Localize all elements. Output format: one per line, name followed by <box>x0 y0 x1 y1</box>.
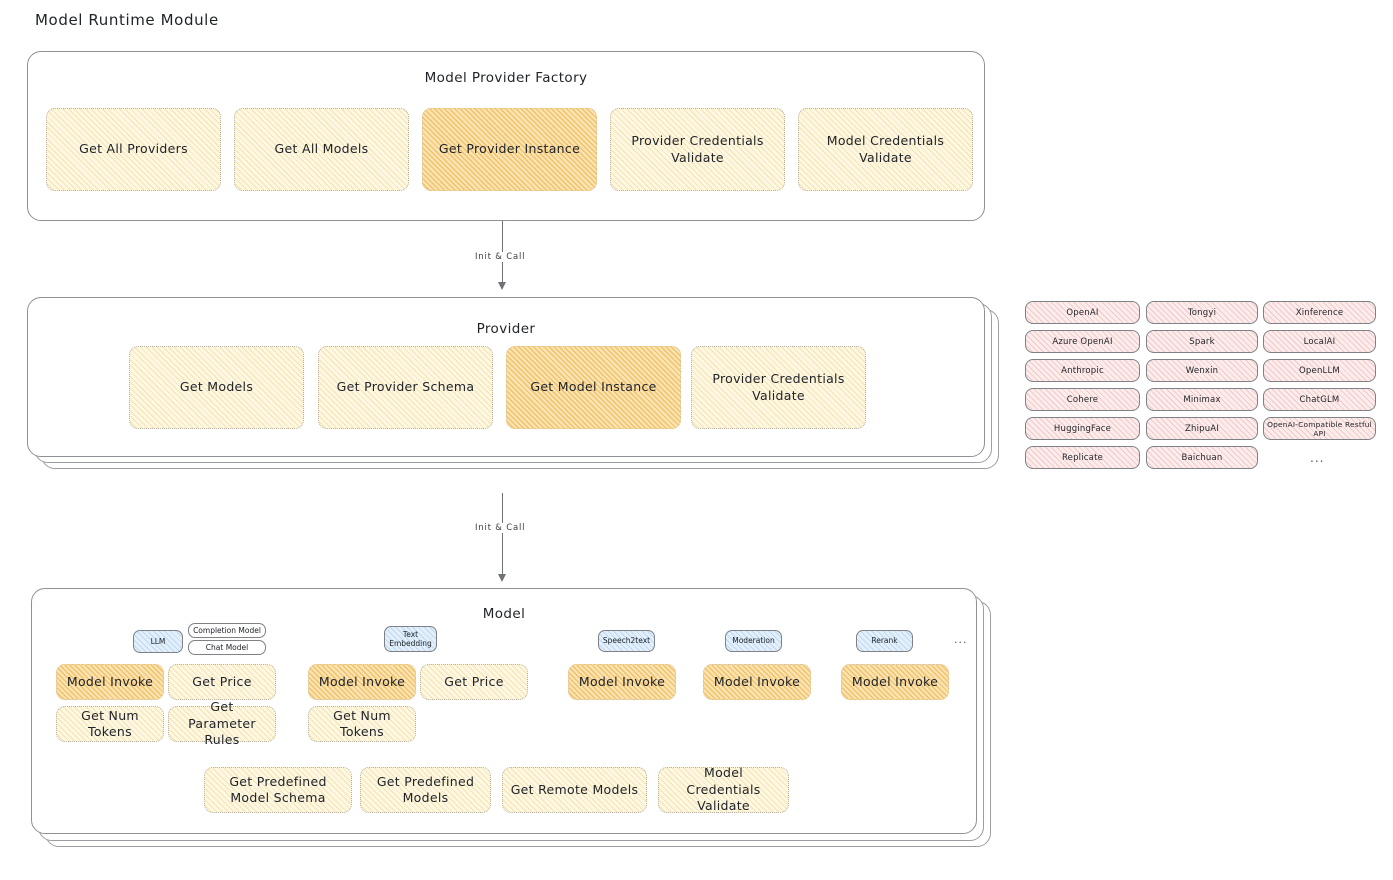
provider-list-ellipsis: ... <box>1310 451 1325 465</box>
arrow-head-factory-to-provider <box>498 282 506 290</box>
box-model-credentials-validate-3[interactable]: Model Credentials Validate <box>658 765 789 813</box>
section-model-provider-factory: Model Provider Factory Get All Providers… <box>27 51 985 221</box>
box-text-embedding-get-num-tokens[interactable]: Get Num Tokens <box>308 706 416 742</box>
model-sub-badge-completion-model[interactable]: Completion Model <box>188 623 266 638</box>
box-provider-credentials-validate[interactable]: Provider Credentials Validate <box>610 108 785 191</box>
provider-chip-cohere[interactable]: Cohere <box>1025 388 1140 411</box>
provider-chip-replicate[interactable]: Replicate <box>1025 446 1140 469</box>
provider-chip-azure-openai[interactable]: Azure OpenAI <box>1025 330 1140 353</box>
box-get-remote-models[interactable]: Get Remote Models <box>502 767 647 813</box>
box-get-all-models[interactable]: Get All Models <box>234 108 409 191</box>
model-type-badge-text-embedding[interactable]: Text Embedding <box>384 626 437 652</box>
provider-chip-tongyi[interactable]: Tongyi <box>1146 301 1258 324</box>
box-get-provider-instance[interactable]: Get Provider Instance <box>422 108 597 191</box>
arrow-line-provider-to-model <box>502 493 503 576</box>
box-get-models[interactable]: Get Models <box>129 346 304 429</box>
provider-chip-openai-compatible-restful-api[interactable]: OpenAI-Compatible Restful API <box>1263 417 1376 440</box>
box-text-embedding-get-price[interactable]: Get Price <box>420 664 528 700</box>
provider-chip-zhipuai[interactable]: ZhipuAI <box>1146 417 1258 440</box>
section-title-factory: Model Provider Factory <box>424 70 588 86</box>
provider-chip-anthropic[interactable]: Anthropic <box>1025 359 1140 382</box>
model-types-ellipsis: ... <box>954 633 968 646</box>
box-llm-model-invoke[interactable]: Model Invoke <box>56 664 164 700</box>
box-moderation-model-invoke[interactable]: Model Invoke <box>703 664 811 700</box>
box-rerank-model-invoke[interactable]: Model Invoke <box>841 664 949 700</box>
provider-chip-huggingface[interactable]: HuggingFace <box>1025 417 1140 440</box>
provider-chip-spark[interactable]: Spark <box>1146 330 1258 353</box>
section-model: Model LLM Completion Model Chat Model Mo… <box>31 588 977 834</box>
section-provider: Provider Get Models Get Provider Schema … <box>27 297 985 457</box>
provider-chip-wenxin[interactable]: Wenxin <box>1146 359 1258 382</box>
model-type-badge-rerank[interactable]: Rerank <box>856 630 913 652</box>
arrow-label-init-call-1: Init & Call <box>472 252 529 262</box>
model-type-badge-moderation[interactable]: Moderation <box>725 630 782 652</box>
provider-chip-chatglm[interactable]: ChatGLM <box>1263 388 1376 411</box>
box-model-credentials-validate[interactable]: Model Credentials Validate <box>798 108 973 191</box>
box-get-predefined-model-schema[interactable]: Get Predefined Model Schema <box>204 767 352 813</box>
provider-chip-openai[interactable]: OpenAI <box>1025 301 1140 324</box>
box-provider-credentials-validate-2[interactable]: Provider Credentials Validate <box>691 346 866 429</box>
provider-chip-openllm[interactable]: OpenLLM <box>1263 359 1376 382</box>
model-type-badge-llm[interactable]: LLM <box>133 630 183 653</box>
provider-chip-xinference[interactable]: Xinference <box>1263 301 1376 324</box>
provider-chip-minimax[interactable]: Minimax <box>1146 388 1258 411</box>
model-sub-badge-chat-model[interactable]: Chat Model <box>188 640 266 655</box>
page-title: Model Runtime Module <box>35 11 219 29</box>
section-title-model: Model <box>482 606 526 622</box>
arrow-label-init-call-2: Init & Call <box>472 523 529 533</box>
box-text-embedding-model-invoke[interactable]: Model Invoke <box>308 664 416 700</box>
arrow-head-provider-to-model <box>498 574 506 582</box>
model-type-badge-speech2text[interactable]: Speech2text <box>598 630 655 652</box>
box-get-predefined-models[interactable]: Get Predefined Models <box>360 767 491 813</box>
section-title-provider: Provider <box>476 321 536 337</box>
provider-chip-baichuan[interactable]: Baichuan <box>1146 446 1258 469</box>
box-get-provider-schema[interactable]: Get Provider Schema <box>318 346 493 429</box>
box-llm-get-price[interactable]: Get Price <box>168 664 276 700</box>
box-speech2text-model-invoke[interactable]: Model Invoke <box>568 664 676 700</box>
provider-chip-localai[interactable]: LocalAI <box>1263 330 1376 353</box>
box-llm-get-num-tokens[interactable]: Get Num Tokens <box>56 706 164 742</box>
box-get-all-providers[interactable]: Get All Providers <box>46 108 221 191</box>
box-get-model-instance[interactable]: Get Model Instance <box>506 346 681 429</box>
box-llm-get-parameter-rules[interactable]: Get Parameter Rules <box>168 699 276 747</box>
